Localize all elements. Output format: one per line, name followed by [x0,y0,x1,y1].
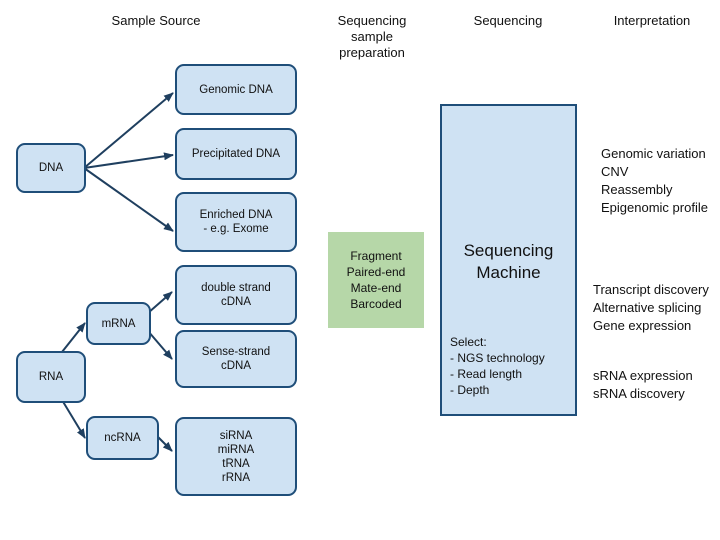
preparation-box: Fragment Paired-end Mate-end Barcoded [328,232,424,328]
arrow-dna-to-precipitated-dna [83,152,174,169]
header-interpretation: Interpretation [613,13,691,28]
sequencing-machine-options: Select: - NGS technology - Read length -… [450,335,545,397]
interpretation-mrna-group: Transcript discovery Alternative splicin… [593,282,709,333]
sequencing-machine-title: Sequencing Machine [463,241,554,282]
arrow-dna-to-enriched-dna [83,167,174,232]
node-sense-strand-cdna: Sense-strand cDNA [175,330,297,388]
arrow-mrna-to-double-strand [147,291,173,314]
arrow-mrna-to-sense-strand [147,330,173,360]
arrow-ncrna-to-small-rnas [157,436,173,452]
interpretation-dna-group: Genomic variation CNV Reassembly Epigeno… [601,146,708,215]
node-dna: DNA [16,143,86,193]
arrow-dna-to-genomic-dna [83,92,174,169]
arrow-rna-to-ncrna [61,399,86,439]
node-double-strand-cdna: double strand cDNA [175,265,297,325]
node-small-rnas: siRNA miRNA tRNA rRNA [175,417,297,496]
interpretation-srna-group: sRNA expression sRNA discovery [593,368,693,401]
node-ncrna: ncRNA [86,416,159,460]
node-precipitated-dna: Precipitated DNA [175,128,297,180]
node-rna: RNA [16,351,86,403]
header-sequencing: Sequencing [473,13,543,28]
sequencing-machine-box: Sequencing Machine Select: - NGS technol… [440,104,577,416]
header-sample-source: Sample Source [111,13,201,28]
arrow-rna-to-mrna [61,322,86,353]
node-mrna: mRNA [86,302,151,345]
node-genomic-dna: Genomic DNA [175,64,297,115]
node-enriched-dna: Enriched DNA - e.g. Exome [175,192,297,252]
header-sequencing-sample-preparation: Sequencing sample preparation [337,13,407,60]
